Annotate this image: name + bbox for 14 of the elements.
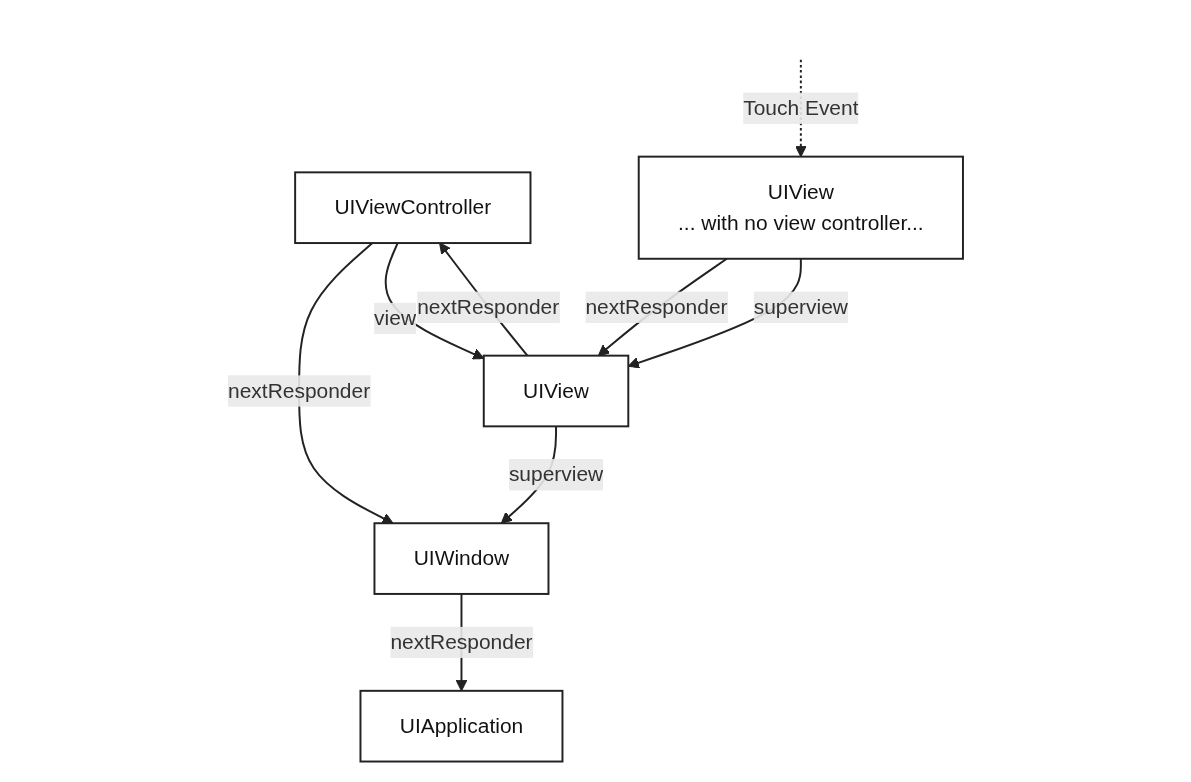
edge-label: nextResponder: [417, 295, 560, 318]
edge-label: nextResponder: [585, 295, 728, 318]
node-box: UIApplication: [359, 689, 564, 763]
edge-label: view: [374, 306, 417, 329]
edge-label: superview: [508, 463, 604, 486]
edge-label: nextResponder: [390, 630, 533, 653]
arrow: [298, 242, 394, 524]
node-box: UIView: [482, 354, 630, 428]
node-box: UIView ... with no view controller...: [637, 155, 964, 260]
edge-label: superview: [753, 295, 848, 318]
edge-label: nextResponder: [228, 379, 371, 402]
node-box: UIWindow: [373, 522, 550, 595]
node-box: UIViewController: [294, 171, 532, 245]
edge-label: Touch Event: [743, 96, 859, 119]
